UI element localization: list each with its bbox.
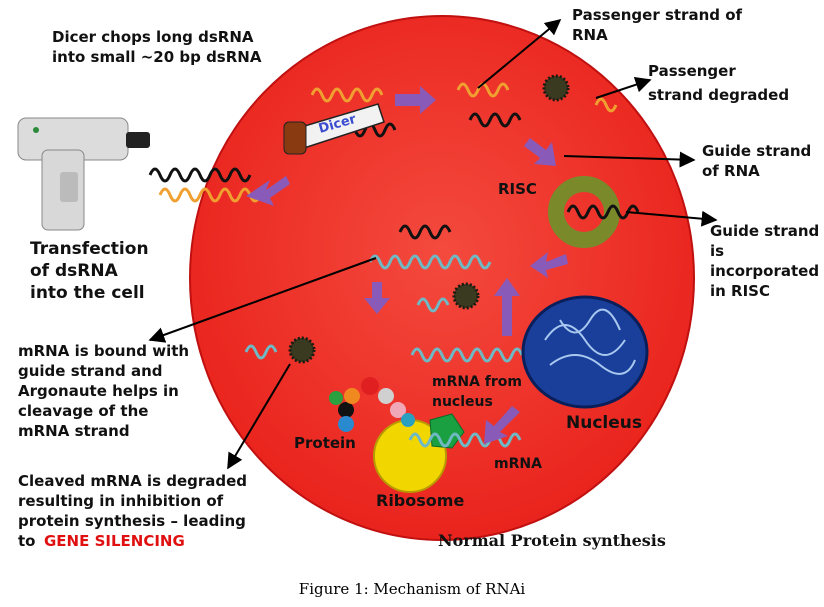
- transfection-label-line1: Transfection: [30, 239, 149, 259]
- dicer-chops-label-line2: into small ~20 bp dsRNA: [52, 48, 262, 66]
- nucleus-label: Nucleus: [566, 413, 642, 433]
- mrna-bound-label-line1: mRNA is bound with: [18, 342, 189, 360]
- cleaved-mrna-fragment: [416, 297, 450, 313]
- passenger-strand-label-line2: RNA: [572, 26, 608, 44]
- risc-label: RISC: [498, 180, 537, 198]
- cleaved-label-line1: Cleaved mRNA is degraded: [18, 472, 247, 490]
- dsrna-strand-black: [148, 167, 252, 183]
- mrna-from-nucleus-label-line1: mRNA from: [432, 374, 522, 390]
- passenger-degraded-label-line1: Passenger: [648, 62, 736, 80]
- ribosome-label: Ribosome: [376, 491, 464, 510]
- normal-protein-label: Normal Protein synthesis: [438, 531, 666, 550]
- guide-incorporated-label-line2: is: [710, 242, 724, 260]
- target-mrna-strand: [368, 254, 492, 270]
- cell-body: [189, 15, 695, 541]
- risc-complex-icon: [548, 176, 620, 248]
- mrna-bound-label-line4: cleavage of the: [18, 402, 148, 420]
- pointer-arrow: [148, 257, 377, 343]
- guide-strand-top: [468, 112, 522, 128]
- protein-chain-icon: [329, 377, 415, 432]
- transfection-injector-icon: [17, 117, 150, 231]
- pointer-arrow: [625, 210, 718, 227]
- mrna-bound-label-line5: mRNA strand: [18, 422, 130, 440]
- process-arrow: [524, 138, 556, 166]
- process-arrow: [494, 278, 520, 336]
- cleaved-label-line2: resulting in inhibition of: [18, 492, 224, 510]
- cleaved-mrna-fragment: [244, 344, 278, 360]
- figure-caption: Figure 1: Mechanism of RNAi: [299, 580, 526, 598]
- transfection-label-line2: of dsRNA: [30, 261, 119, 281]
- passenger-degraded-label-line2: strand degraded: [648, 86, 789, 104]
- process-arrow: [484, 406, 520, 444]
- translated-mrna-strand: [408, 432, 522, 448]
- mrna-label: mRNA: [494, 456, 542, 472]
- guide-incorporated-label-line4: in RISC: [710, 282, 770, 300]
- pointer-arrow: [563, 151, 696, 168]
- passenger-strand-label-line1: Passenger strand of: [572, 6, 743, 24]
- process-arrow: [395, 86, 436, 114]
- degradation-particle-icon: [288, 336, 316, 364]
- process-arrows: [246, 86, 568, 444]
- guide-incorporated-label-line3: incorporated: [710, 262, 819, 280]
- process-arrow: [530, 252, 568, 278]
- dsrna-strand-orange: [158, 187, 262, 203]
- guide-incorporated-label-line1: Guide strand: [710, 222, 819, 240]
- process-arrow: [364, 282, 390, 314]
- cleaved-label-line4: to: [18, 532, 35, 550]
- mrna-bound-label-line3: Argonaute helps in: [18, 382, 179, 400]
- degradation-particle-icon: [452, 282, 480, 310]
- nucleus-icon: [521, 295, 649, 409]
- passenger-degraded-strand: [594, 97, 618, 113]
- nuclear-mrna-strand: [410, 347, 524, 363]
- dicer-strand-orange: [310, 87, 384, 103]
- pointer-arrow: [477, 18, 562, 89]
- mrna-from-nucleus-label-line2: nucleus: [432, 394, 493, 410]
- gene-silencing-label: GENE SILENCING: [44, 532, 185, 550]
- transfection-label-line3: into the cell: [30, 283, 145, 303]
- guide-strand-risc: [566, 204, 640, 220]
- pointer-arrow: [595, 76, 652, 99]
- protein-label: Protein: [294, 434, 356, 452]
- degradation-particle-icon: [542, 74, 570, 102]
- pointer-arrow: [227, 363, 291, 470]
- process-arrow: [246, 176, 290, 206]
- cleaved-label-line3: protein synthesis – leading: [18, 512, 246, 530]
- guide-strand-label-line1: Guide strand: [702, 142, 811, 160]
- guide-strand-label-line2: of RNA: [702, 162, 760, 180]
- dicer-chops-label-line1: Dicer chops long dsRNA: [52, 28, 254, 46]
- mrna-bound-label-line2: guide strand and: [18, 362, 163, 380]
- guide-strand-bound: [398, 224, 452, 240]
